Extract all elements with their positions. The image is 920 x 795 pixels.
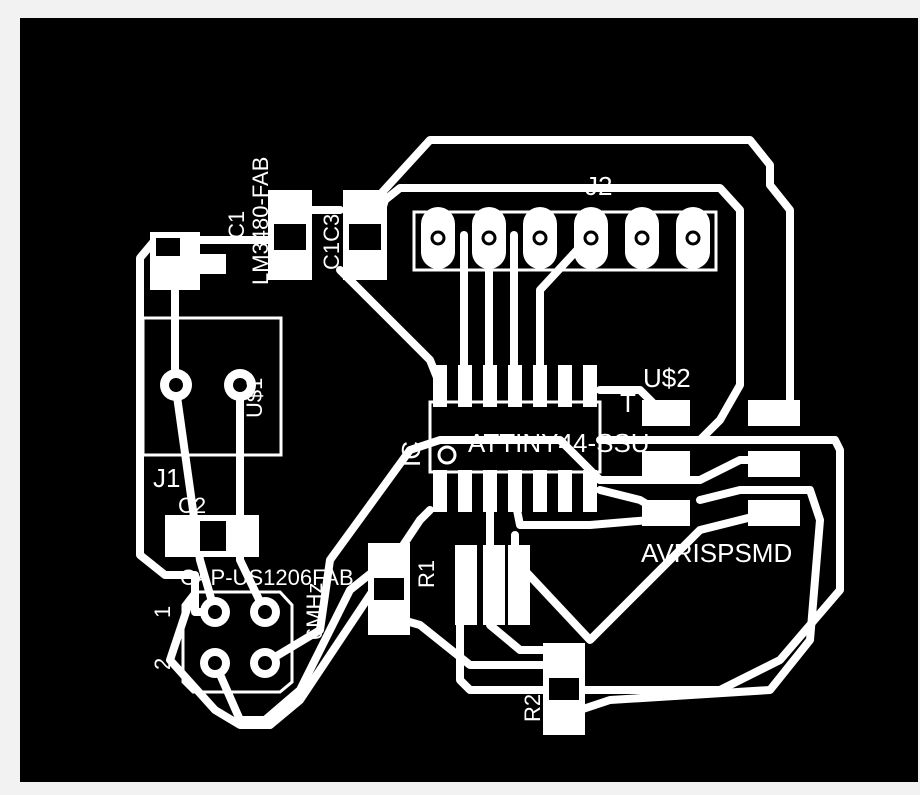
j2-pad-1 <box>421 207 455 269</box>
label-reg: LM3480-FAB <box>248 157 273 285</box>
label-c1c3: C1C3 <box>319 214 344 270</box>
component-regulator <box>141 232 283 457</box>
j2-hole-3 <box>532 230 548 246</box>
bottom-pads <box>455 545 530 625</box>
j2-pad-3 <box>523 207 557 269</box>
trace-j2-4 <box>536 231 595 389</box>
avr-isp-pads <box>642 400 800 526</box>
label-pin1: 1 <box>150 606 175 618</box>
j2-hole-1 <box>430 230 446 246</box>
power-connector <box>181 590 294 694</box>
label-ic-ref: IC <box>396 441 426 467</box>
label-j1: J1 <box>153 463 180 493</box>
label-avr: AVRISPSMD <box>641 538 792 568</box>
label-ic1: IC1 <box>224 211 249 245</box>
j2-pad-5 <box>625 207 659 269</box>
label-u2-pin: T <box>620 388 636 418</box>
trace-reg-3 <box>236 381 269 616</box>
label-c2: C2 <box>178 493 206 518</box>
component-c1 <box>268 190 312 280</box>
ic-pins-top <box>433 365 597 407</box>
trace-ic-avr-5 <box>576 486 824 714</box>
label-ic-name: ATTINY44-SSU <box>468 428 650 458</box>
label-u1: U$1 <box>242 378 267 418</box>
trace-reg-1 <box>136 236 219 616</box>
trace-top-loop <box>362 136 794 419</box>
label-j2: J2 <box>585 171 612 201</box>
j2-hole-4 <box>583 230 599 246</box>
component-r1 <box>368 543 410 635</box>
component-c3 <box>343 190 387 280</box>
ic-pin1-marker <box>437 445 457 465</box>
j2-hole-5 <box>634 230 650 246</box>
label-u2: U$2 <box>643 363 691 393</box>
ic-pins-bottom <box>433 470 597 512</box>
j2-hole-6 <box>685 230 701 246</box>
j2-hole-2 <box>481 230 497 246</box>
label-cap: CAP-US1206FAB <box>180 565 354 590</box>
trace-c3-loop <box>362 184 744 444</box>
component-c2 <box>165 515 259 557</box>
ic-attiny44 <box>428 365 602 512</box>
label-r1: R1 <box>414 560 439 588</box>
component-r2 <box>543 643 585 735</box>
trace-ic-avr-4 <box>456 436 844 694</box>
j2-pad-2 <box>472 207 506 269</box>
label-res: 6MHz <box>302 583 327 640</box>
label-r2: R2 <box>520 694 545 722</box>
j2-pad-4 <box>574 207 608 269</box>
j2-outline <box>412 210 718 272</box>
j2-header <box>412 207 718 272</box>
j2-pad-6 <box>676 207 710 269</box>
label-pin2: 2 <box>150 658 175 670</box>
